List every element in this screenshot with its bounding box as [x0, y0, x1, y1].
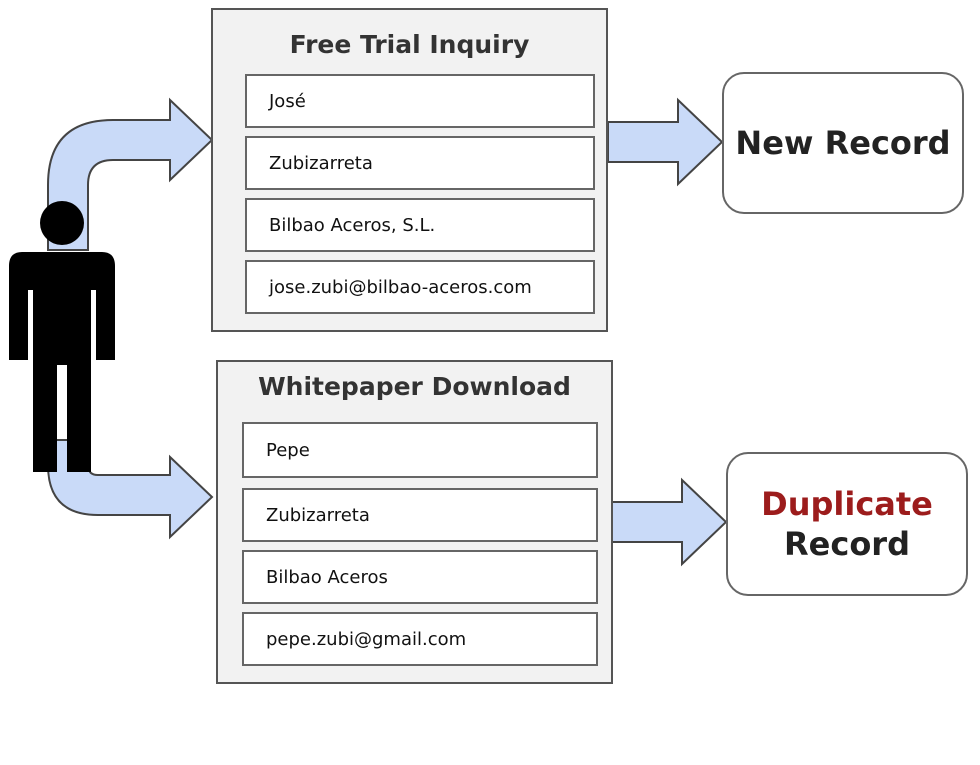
email-field: jose.zubi@bilbao-aceros.com [245, 260, 595, 314]
company-field: Bilbao Aceros [242, 550, 598, 604]
new-record-box: New Record [722, 72, 964, 214]
record-label: Record [784, 525, 910, 563]
first-name-field: Pepe [242, 422, 598, 478]
last-name-field: Zubizarreta [242, 488, 598, 542]
first-name-field: José [245, 74, 595, 128]
whitepaper-download-title: Whitepaper Download [258, 372, 571, 401]
arrow-to-new-record [607, 97, 724, 187]
company-field: Bilbao Aceros, S.L. [245, 198, 595, 252]
new-record-label: New Record [735, 124, 951, 162]
person-silhouette-icon [9, 201, 115, 472]
email-field: pepe.zubi@gmail.com [242, 612, 598, 666]
curved-arrow-to-free-trial [47, 97, 214, 251]
last-name-field: Zubizarreta [245, 136, 595, 190]
duplicate-label: Duplicate [761, 485, 933, 523]
duplicate-record-box: Duplicate Record [726, 452, 968, 596]
free-trial-inquiry-title: Free Trial Inquiry [289, 30, 530, 59]
whitepaper-download-form: Whitepaper Download Pepe Zubizarreta Bil… [216, 360, 613, 684]
free-trial-inquiry-form: Free Trial Inquiry José Zubizarreta Bilb… [211, 8, 608, 332]
arrow-to-duplicate-record [611, 477, 728, 567]
